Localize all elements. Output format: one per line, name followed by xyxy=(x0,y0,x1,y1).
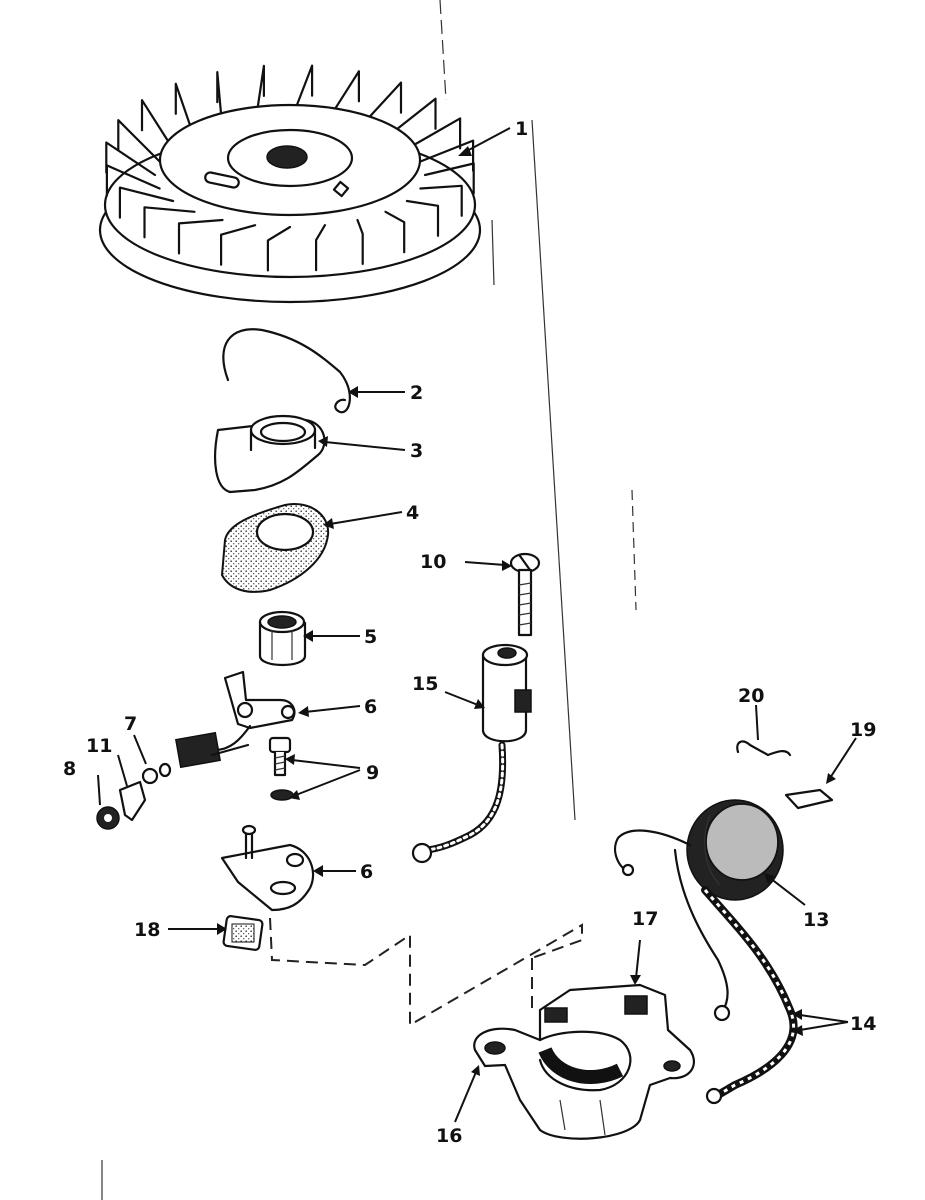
screw-and-washer xyxy=(268,736,294,801)
callout-20: 20 xyxy=(738,685,764,707)
spring-clip xyxy=(222,328,351,414)
flywheel-fin xyxy=(254,64,265,126)
callout-1: 1 xyxy=(515,118,528,140)
callout-5: 5 xyxy=(364,626,377,648)
flywheel-fin xyxy=(384,97,437,140)
flywheel-fin xyxy=(143,206,196,239)
center-lines xyxy=(101,0,637,1200)
callout-7: 7 xyxy=(124,713,137,735)
callout-6-lower: 6 xyxy=(360,861,373,883)
mounting-housing xyxy=(473,983,695,1140)
wire-clip xyxy=(736,740,792,757)
terminal-11 xyxy=(118,780,147,822)
flywheel-fin xyxy=(177,218,224,255)
bushing xyxy=(258,610,307,666)
callout-16: 16 xyxy=(436,1125,462,1147)
flywheel-fin xyxy=(140,99,175,151)
flywheel-fin xyxy=(118,186,175,219)
callout-18: 18 xyxy=(134,919,160,941)
flywheel-fin xyxy=(323,70,360,126)
flywheel-fin xyxy=(405,117,462,151)
callout-11: 11 xyxy=(86,735,112,757)
callout-15: 15 xyxy=(412,673,438,695)
ignition-coil xyxy=(613,799,784,1022)
felt-pad xyxy=(222,915,264,951)
callout-13: 13 xyxy=(803,909,829,931)
callout-2: 2 xyxy=(410,382,423,404)
callout-3: 3 xyxy=(410,440,423,462)
flywheel-fin xyxy=(220,224,257,266)
callout-19: 19 xyxy=(850,719,876,741)
high-tension-lead xyxy=(701,886,798,1105)
small-clip xyxy=(784,788,834,810)
flywheel-fin xyxy=(117,119,161,163)
flywheel-fin xyxy=(419,139,475,172)
flywheel-fin xyxy=(419,184,463,217)
callout-17: 17 xyxy=(632,908,658,930)
breaker-plate xyxy=(220,824,315,912)
callout-4: 4 xyxy=(406,502,419,524)
callout-14: 14 xyxy=(850,1013,876,1035)
flywheel-fin xyxy=(105,141,157,177)
flywheel-fin xyxy=(315,224,326,272)
callout-10: 10 xyxy=(420,551,446,573)
callout-6-upper: 6 xyxy=(364,696,377,718)
nut-8 xyxy=(96,806,120,830)
flywheel-fin xyxy=(384,210,406,254)
flywheel-fin xyxy=(356,218,364,265)
leader-lines xyxy=(97,127,857,1123)
gasket xyxy=(220,503,330,593)
flywheel-fin xyxy=(216,71,224,132)
flywheel-fin xyxy=(174,82,196,140)
breaker-cover xyxy=(214,414,326,494)
breaker-arm xyxy=(175,670,296,769)
callout-8: 8 xyxy=(63,758,76,780)
condenser xyxy=(411,643,532,864)
flywheel-fin xyxy=(405,199,440,237)
flywheel-fin xyxy=(288,64,314,125)
screw-10 xyxy=(509,552,541,637)
washer-7 xyxy=(141,762,172,785)
flywheel-fin xyxy=(356,81,403,132)
flywheel-fin xyxy=(266,225,292,272)
flywheel xyxy=(98,64,482,304)
callout-9: 9 xyxy=(366,762,379,784)
ground-dashed-lines xyxy=(269,917,583,1027)
callout-labels: 1 2 3 4 5 6 6 7 8 9 10 11 13 14 15 16 17… xyxy=(63,118,876,1147)
